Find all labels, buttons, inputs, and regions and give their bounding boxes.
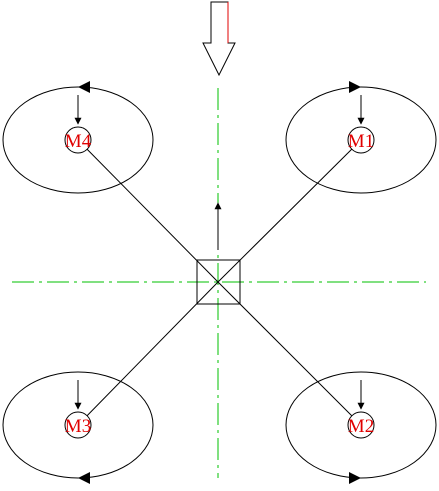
arm-m4 [77,139,219,283]
motor-m2: M2 [285,371,437,484]
rotation-direction-icon [78,81,90,93]
motor-label-m1: M1 [348,131,374,152]
rotation-direction-icon [349,81,361,93]
motor-m3: M3 [2,371,154,484]
motor-label-m4: M4 [65,131,92,152]
motor-hub [64,126,92,154]
arm-m1 [217,139,362,283]
rotation-direction-icon [78,472,90,484]
direction-arrow [202,1,236,77]
rotation-direction-icon [349,472,361,484]
motor-hub [64,411,92,439]
motor-hub [347,126,375,154]
arm-m3 [77,281,219,426]
motor-label-m2: M2 [348,416,374,437]
center-body [196,259,241,305]
motor-m4: M4 [2,81,154,194]
arm-m2 [217,281,362,426]
motor-hub [347,411,375,439]
motor-label-m3: M3 [65,416,91,437]
motor-m1: M1 [285,81,437,194]
